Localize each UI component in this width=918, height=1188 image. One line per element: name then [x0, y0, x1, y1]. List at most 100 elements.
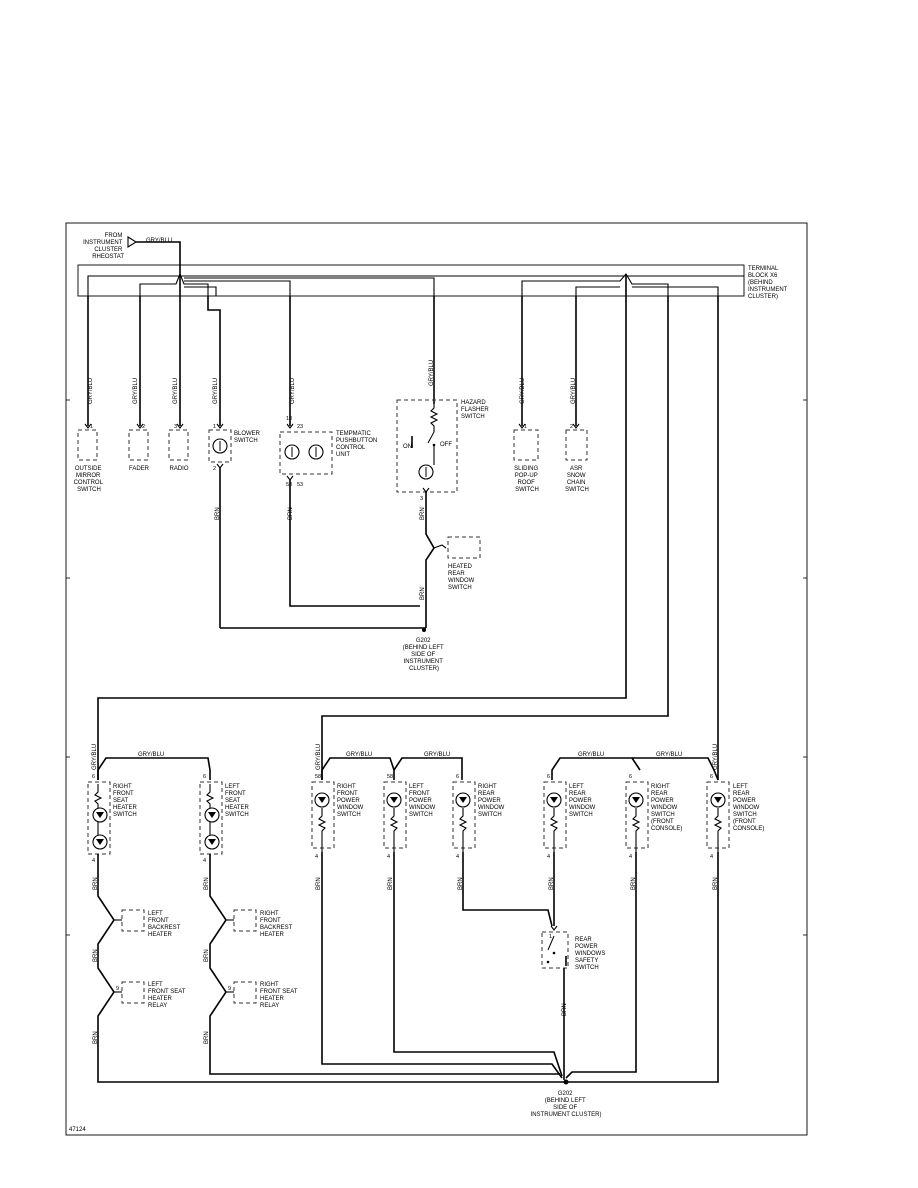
terminal-block-label: TERMINAL BLOCK X6 (BEHIND INSTRUMENT CLU… — [748, 266, 789, 300]
diagram-label: LEFT — [409, 784, 424, 790]
diagram-label: HEATER — [148, 996, 173, 1002]
diagram-label: OUTSIDE — [75, 466, 102, 472]
diagram-label: WINDOW — [448, 578, 475, 584]
upper-branch-wires: GRY/BLU GRY/BLU GRY/BLU GRY/BLU GRY/BLU … — [87, 274, 577, 426]
diagram-label: SEAT — [113, 798, 129, 804]
diagram-label: INSTRUMENT — [404, 659, 444, 665]
diagram-label: SWITCH — [478, 812, 502, 818]
diagram-label: HAZARD — [461, 400, 486, 406]
diagram-label: INSTRUMENT — [748, 287, 788, 293]
diagram-label: LEFT FRONT POWER WINDOW SWITCH — [409, 784, 437, 818]
diagram-label: LEFT FRONT SEAT HEATER SWITCH — [225, 784, 251, 818]
diagram-label: SIDE OF — [411, 652, 435, 658]
diagram-label: G202 — [558, 1091, 573, 1097]
diagram-label: REAR — [733, 791, 750, 797]
diagram-label: SLIDING POP-UP ROOF SWITCH — [514, 466, 540, 493]
diagram-label: POWER — [337, 798, 360, 804]
diagram-label: BRN — [562, 1003, 568, 1016]
diagram-label: ASR SNOW CHAIN SWITCH — [565, 466, 589, 493]
diagram-label: SLIDING — [514, 466, 538, 472]
diagram-label: BRN — [713, 877, 719, 890]
diagram-label: MIRROR — [76, 473, 101, 479]
diagram-label: GRY/BLU — [92, 744, 98, 770]
diagram-label: REAR — [575, 937, 592, 943]
diagram-label: 4 — [387, 854, 390, 860]
diagram-label: RIGHT — [337, 784, 356, 790]
diagram-label: REAR — [651, 791, 668, 797]
diagram-label: FRONT — [113, 791, 134, 797]
diagram-label: SWITCH — [225, 812, 249, 818]
diagram-label: BRN — [204, 877, 210, 890]
grid-marks — [66, 399, 807, 936]
diagram-label: POWER — [575, 944, 598, 950]
left-front-seat-heater-relay — [121, 981, 145, 1004]
diagram-label: BRN — [420, 587, 426, 600]
diagram-label: TERMINAL — [748, 266, 779, 272]
diagram-label: 6 — [456, 774, 459, 780]
diagram-label: HEATER — [260, 932, 285, 938]
diagram-label: 4 — [315, 854, 318, 860]
right-seat-heater-chain: BRN BRN BRN RIGHT FRONT BACKREST HEATER … — [204, 854, 560, 1075]
diagram-label: GRY/BLU — [88, 378, 94, 404]
diagram-label: SWITCH — [575, 965, 599, 971]
diagram-label: FRONT — [225, 791, 246, 797]
diagram-label: SWITCH — [461, 414, 485, 420]
diagram-label: SWITCH — [565, 487, 589, 493]
diagram-label: RELAY — [148, 1003, 167, 1009]
diagram-label: LEFT REAR POWER WINDOW SWITCH (FRONT CON… — [733, 784, 764, 832]
diagram-label: HEATED — [448, 564, 473, 570]
window-switch-ground-wires: BRN BRN BRN BRN BRN BRN — [316, 852, 719, 1083]
source-label: FROM INSTRUMENT CLUSTER RHEOSTAT — [83, 233, 124, 260]
left-rear-power-window-switch-front-console: 6 4 LEFT REAR POWER WINDOW SWITCH (FRONT… — [706, 774, 764, 860]
right-front-seat-heater-switch: 6 4 RIGHT FRONT SEAT HEATER SWITCH — [87, 774, 138, 864]
diagram-label: RIGHT FRONT SEAT HEATER RELAY — [260, 982, 299, 1009]
diagram-label: 1 — [213, 424, 216, 430]
diagram-label: LEFT — [733, 784, 748, 790]
diagram-label: GRY/BLU — [713, 744, 719, 770]
diagram-label: 53 — [286, 482, 292, 488]
diagram-label: BRN — [420, 507, 426, 520]
diagram-label: SAFETY — [575, 958, 598, 964]
diagram-label: INSTRUMENT CLUSTER) — [531, 1112, 602, 1118]
diagram-label: LEFT — [569, 784, 584, 790]
diagram-label: RIGHT — [260, 982, 279, 988]
diagram-label: 1 — [524, 424, 527, 430]
instrument-cluster-rheostat: FROM INSTRUMENT CLUSTER RHEOSTAT GRY/BLU — [83, 233, 181, 274]
diagram-label: BRN — [215, 507, 221, 520]
diagram-label: WINDOW — [651, 805, 678, 811]
diagram-label: POWER — [478, 798, 501, 804]
diagram-label: 9 — [228, 986, 231, 992]
diagram-label: HEATER — [148, 932, 173, 938]
diagram-label: FRONT — [148, 918, 169, 924]
diagram-label: OUTSIDE MIRROR CONTROL SWITCH — [74, 466, 105, 493]
right-rear-power-window-switch-front-console: 6 4 RIGHT REAR POWER WINDOW SWITCH (FRON… — [625, 774, 682, 860]
diagram-label: LEFT — [225, 784, 240, 790]
diagram-label: (FRONT — [733, 819, 756, 825]
diagram-label: POWER — [651, 798, 674, 804]
diagram-label: 53 — [297, 482, 303, 488]
outside-mirror-control-switch: 1 OUTSIDE MIRROR CONTROL SWITCH — [74, 423, 105, 493]
terminal-block-x6: TERMINAL BLOCK X6 (BEHIND INSTRUMENT CLU… — [77, 264, 789, 300]
diagram-label: SWITCH — [733, 812, 757, 818]
diagram-label: 6 — [710, 774, 713, 780]
diagram-label: 2 — [142, 424, 145, 430]
diagram-label: 4 — [203, 858, 206, 864]
diagram-label: 2 — [570, 424, 573, 430]
left-front-seat-heater-switch: 6 4 LEFT FRONT SEAT HEATER SWITCH — [199, 774, 251, 864]
diagram-label: RHEOSTAT — [92, 254, 124, 260]
diagram-label: HEATED REAR WINDOW SWITCH — [448, 564, 476, 591]
diagram-label: GRY/BLU — [346, 752, 372, 758]
diagram-label: (BEHIND LEFT — [403, 645, 444, 651]
diagram-label: FRONT — [409, 791, 430, 797]
diagram-label: 4 — [456, 854, 459, 860]
radio: 3 RADIO — [168, 423, 189, 472]
diagram-label: CONTROL — [336, 445, 366, 451]
diagram-label: 6 — [547, 774, 550, 780]
diagram-label: WINDOW — [337, 805, 364, 811]
diagram-label: BRN — [93, 949, 99, 962]
diagram-label: FLASHER — [461, 407, 489, 413]
diagram-label: 4 — [710, 854, 713, 860]
diagram-label: 4 — [92, 858, 95, 864]
diagram-label: INSTRUMENT — [83, 240, 123, 246]
diagram-label: SWITCH — [113, 812, 137, 818]
